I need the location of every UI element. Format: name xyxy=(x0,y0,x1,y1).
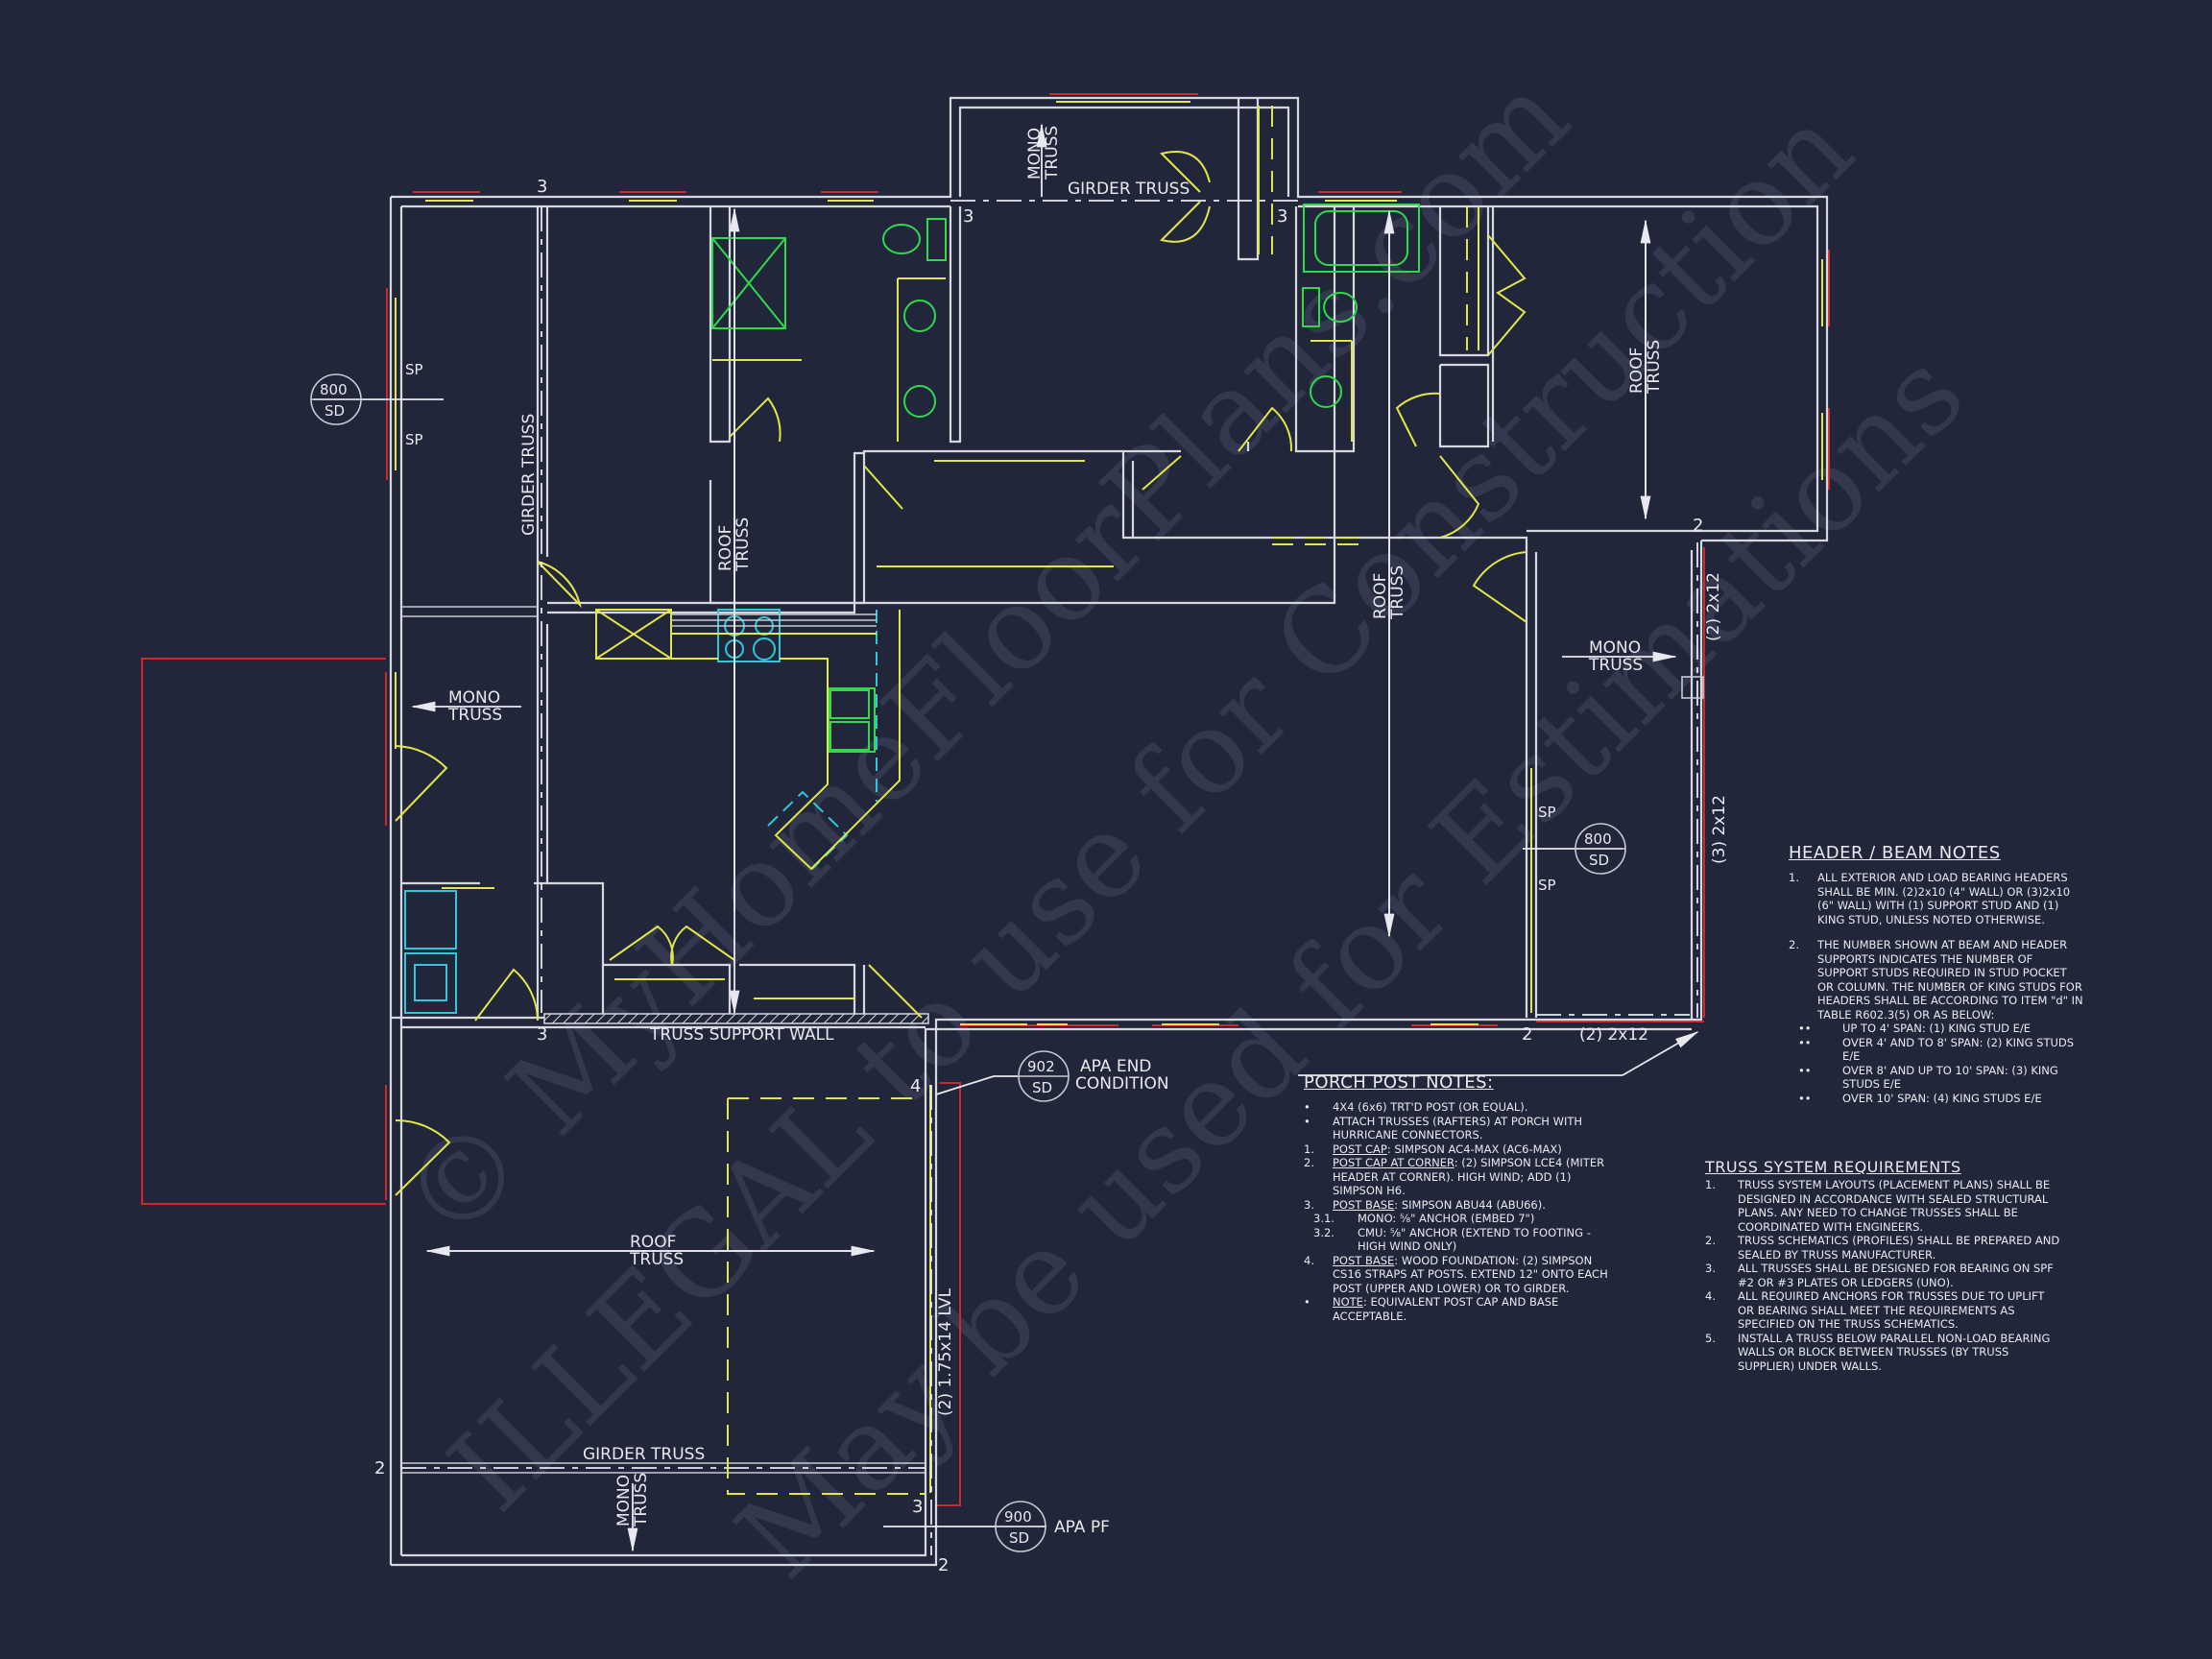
section-marker-800-right[interactable]: 800 SD xyxy=(1523,823,1626,875)
doors xyxy=(395,106,1527,1196)
note-item: •ATTACH TRUSSES (RAFTERS) AT PORCH WITH … xyxy=(1304,1114,1583,1142)
header-beam-notes: HEADER / BEAM NOTES 1. ALL EXTERIOR AND … xyxy=(1789,843,2086,1105)
svg-text:GIRDER TRUSS: GIRDER TRUSS xyxy=(1068,180,1190,199)
windows xyxy=(395,101,1823,1493)
note-item: 2.POST CAP AT CORNER: (2) SIMPSON LCE4 (… xyxy=(1304,1156,1605,1197)
support-numbers: 3 3 3 2 3 2 4 3 2 2 xyxy=(374,177,1703,1575)
svg-text:(3) 2x12: (3) 2x12 xyxy=(1710,795,1729,864)
svg-text:ROOF: ROOF xyxy=(1371,573,1390,619)
svg-text:TRUSS: TRUSS xyxy=(629,1250,684,1269)
truss-support-wall xyxy=(543,1013,929,1024)
svg-text:(2) 2x12: (2) 2x12 xyxy=(1704,572,1723,641)
svg-text:ROOF: ROOF xyxy=(630,1233,676,1252)
svg-text:TRUSS: TRUSS xyxy=(447,706,502,725)
truss-system-requirements: TRUSS SYSTEM REQUIREMENTS 1.TRUSS SYSTEM… xyxy=(1705,1158,2060,1373)
svg-text:GIRDER TRUSS: GIRDER TRUSS xyxy=(583,1445,705,1464)
svg-text:3: 3 xyxy=(912,1497,923,1517)
porch-beam-outline xyxy=(727,1098,926,1495)
svg-text:APA END: APA END xyxy=(1080,1057,1151,1076)
svg-text:ROOF: ROOF xyxy=(1627,348,1647,394)
note-item: •4X4 (6x6) TRT'D POST (OR EQUAL). xyxy=(1304,1100,1528,1114)
note-item: 1. ALL EXTERIOR AND LOAD BEARING HEADERS… xyxy=(1789,871,2071,926)
svg-text:800: 800 xyxy=(1584,830,1612,848)
note-item: 5.INSTALL A TRUSS BELOW PARALLEL NON-LOA… xyxy=(1705,1331,2051,1373)
svg-text:TRUSS: TRUSS xyxy=(1588,656,1643,675)
note-item: 4.POST BASE: WOOD FOUNDATION: (2) SIMPSO… xyxy=(1304,1253,1608,1295)
note-subitem: •• OVER 8' AND UP TO 10' SPAN: (3) KING … xyxy=(1798,1063,2058,1092)
svg-text:ILLEGAL to use for Constructio: ILLEGAL to use for Construction xyxy=(424,83,1878,1536)
plumbing-fixtures xyxy=(711,204,1420,753)
svg-text:SD: SD xyxy=(325,402,345,420)
svg-text:APA PF: APA PF xyxy=(1054,1518,1110,1537)
svg-text:900: 900 xyxy=(1004,1508,1032,1526)
svg-text:800: 800 xyxy=(320,381,348,398)
note-item: 3.POST BASE: SIMPSON ABU44 (ABU66). xyxy=(1304,1197,1546,1212)
svg-text:SD: SD xyxy=(1009,1529,1029,1547)
section-marker-900[interactable]: 900 SD xyxy=(883,1501,1046,1552)
svg-text:TRUSS: TRUSS xyxy=(1645,340,1664,395)
svg-text:MONO: MONO xyxy=(614,1475,634,1527)
kitchen-counters xyxy=(595,609,901,871)
svg-text:2: 2 xyxy=(1522,1024,1532,1045)
note-item: 4.ALL REQUIRED ANCHORS FOR TRUSSES DUE T… xyxy=(1705,1289,2045,1331)
svg-text:SD: SD xyxy=(1589,852,1609,869)
svg-text:SP: SP xyxy=(1538,877,1556,894)
section-marker-902[interactable]: 902 SD xyxy=(935,1050,1070,1102)
truss-requirements-title: TRUSS SYSTEM REQUIREMENTS xyxy=(1705,1158,1961,1176)
svg-text:MONO: MONO xyxy=(1589,638,1641,658)
note-item: 2. THE NUMBER SHOWN AT BEAM AND HEADER S… xyxy=(1789,938,2083,1022)
svg-text:TRUSS: TRUSS xyxy=(733,517,753,572)
note-subitem: •• OVER 4' AND TO 8' SPAN: (2) KING STUD… xyxy=(1798,1035,2075,1064)
svg-text:MONO: MONO xyxy=(1025,128,1045,180)
svg-text:TRUSS SUPPORT WALL: TRUSS SUPPORT WALL xyxy=(649,1025,834,1045)
svg-text:SP: SP xyxy=(405,431,423,448)
svg-text:4: 4 xyxy=(910,1076,921,1096)
svg-text:SP: SP xyxy=(1538,804,1556,821)
headers-red xyxy=(141,93,1830,1506)
truss-labels: GIRDER TRUSS MONO TRUSS GIRDER TRUSS ROO… xyxy=(405,126,1729,1537)
svg-text:3: 3 xyxy=(537,177,547,197)
svg-text:(2) 2x12: (2) 2x12 xyxy=(1579,1025,1648,1045)
svg-text:CONDITION: CONDITION xyxy=(1075,1074,1169,1094)
note-subitem: 3.2.CMU: ⅝" ANCHOR (EXTEND TO FOOTING - … xyxy=(1313,1225,1591,1254)
svg-text:902: 902 xyxy=(1027,1058,1055,1075)
svg-text:SD: SD xyxy=(1032,1079,1052,1096)
note-subitem: •• OVER 10' SPAN: (4) KING STUDS E/E xyxy=(1798,1091,2042,1105)
svg-text:2: 2 xyxy=(374,1458,385,1479)
svg-text:2: 2 xyxy=(1693,516,1703,536)
svg-text:TRUSS: TRUSS xyxy=(1043,126,1062,180)
svg-text:3: 3 xyxy=(537,1024,547,1045)
section-marker-800-left[interactable]: 800 SD xyxy=(310,373,444,425)
svg-text:GIRDER TRUSS: GIRDER TRUSS xyxy=(519,414,539,536)
svg-text:TRUSS: TRUSS xyxy=(632,1473,651,1527)
svg-text:2: 2 xyxy=(938,1555,949,1575)
svg-text:3: 3 xyxy=(963,206,974,227)
porch-post-notes: PORCH POST NOTES: •4X4 (6x6) TRT'D POST … xyxy=(1304,1072,1611,1323)
svg-text:TRUSS: TRUSS xyxy=(1388,565,1407,620)
svg-text:MONO: MONO xyxy=(448,688,500,708)
note-subitem: •• UP TO 4' SPAN: (1) KING STUD E/E xyxy=(1798,1022,2032,1035)
note-item: 1.TRUSS SYSTEM LAYOUTS (PLACEMENT PLANS)… xyxy=(1705,1178,2051,1234)
svg-text:(2) 1.75x14 LVL: (2) 1.75x14 LVL xyxy=(936,1287,955,1416)
note-item: •NOTE: EQUIVALENT POST CAP AND BASE ACCE… xyxy=(1304,1295,1559,1323)
header-beam-notes-title: HEADER / BEAM NOTES xyxy=(1789,843,2001,863)
svg-text:ROOF: ROOF xyxy=(716,525,735,571)
svg-text:SP: SP xyxy=(405,361,423,378)
porch-post-notes-title: PORCH POST NOTES: xyxy=(1304,1072,1494,1093)
note-item: 3.ALL TRUSSES SHALL BE DESIGNED FOR BEAR… xyxy=(1705,1262,2054,1289)
note-subitem: 3.1.MONO: ⅝" ANCHOR (EMBED 7") xyxy=(1313,1212,1535,1225)
svg-text:3: 3 xyxy=(1277,206,1287,227)
note-item: 1.POST CAP: SIMPSON AC4-MAX (AC6-MAX) xyxy=(1304,1142,1562,1156)
truss-direction-arrows xyxy=(411,123,1699,1552)
girder-truss-lines xyxy=(401,200,1704,1555)
note-item: 2.TRUSS SCHEMATICS (PROFILES) SHALL BE P… xyxy=(1705,1234,2060,1262)
